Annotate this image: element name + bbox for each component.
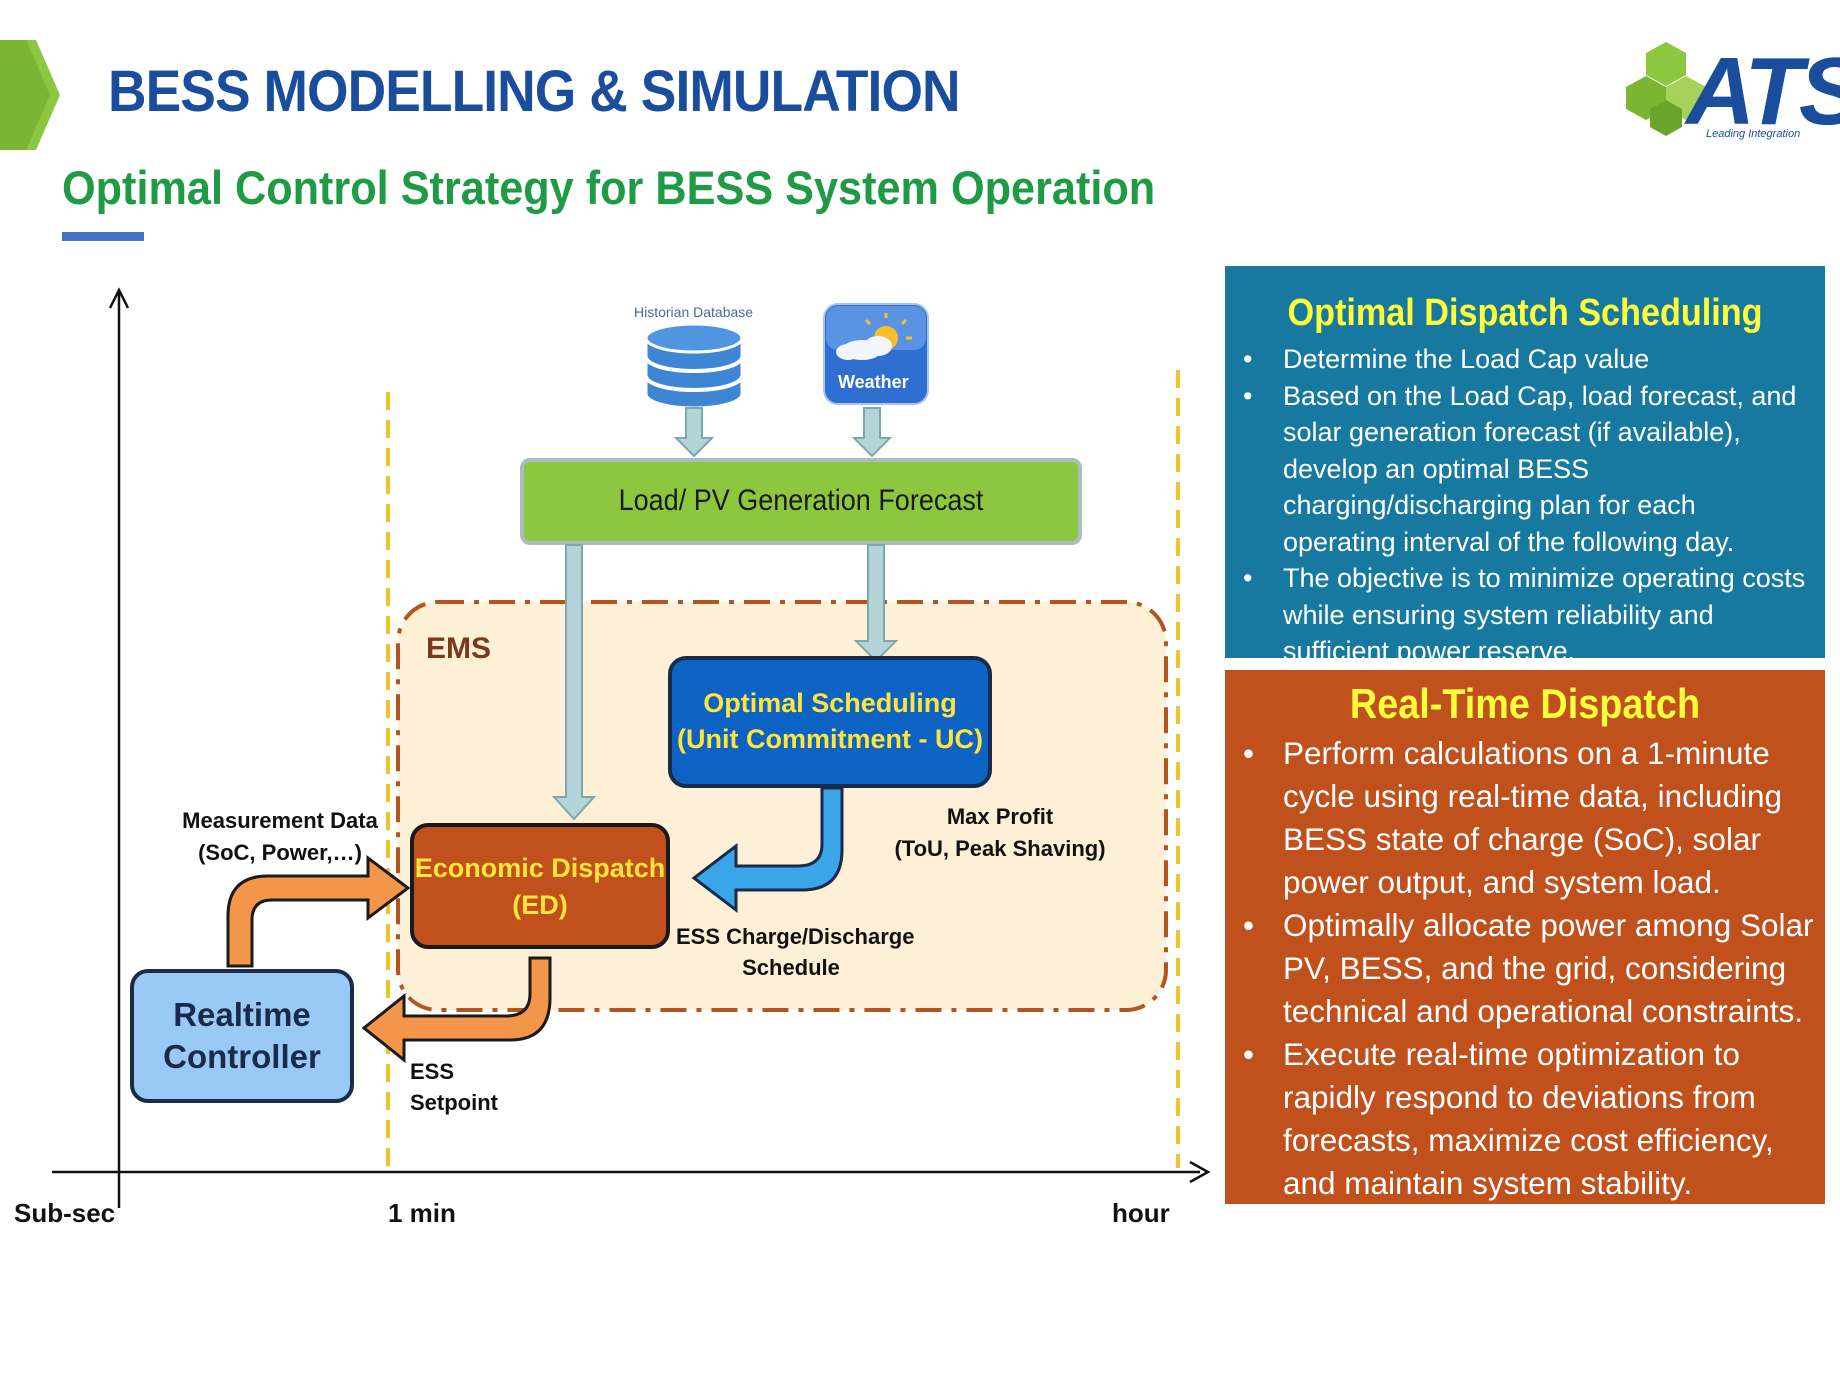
historian-label: Historian Database <box>634 304 754 320</box>
slide-subtitle: Optimal Control Strategy for BESS System… <box>62 161 1156 214</box>
footer-website[interactable]: www.ats.com.vn <box>641 1329 822 1355</box>
axis-label-hour: hour <box>1112 1198 1170 1228</box>
y-axis-arrowhead <box>108 287 130 309</box>
footer-company: Applied Technical Systems Joint Stock Co… <box>106 1329 603 1355</box>
optimal-dispatch-title: Optimal Dispatch Scheduling <box>1287 292 1763 334</box>
list-item: Perform calculations on a 1-minute cycle… <box>1225 732 1825 904</box>
economic-dispatch-box <box>410 823 670 949</box>
subtitle-underline <box>62 232 144 241</box>
historian-to-forecast-arrow <box>673 407 715 458</box>
ess-setpoint-line2: Setpoint <box>410 1090 498 1115</box>
axis-label-1min: 1 min <box>388 1198 456 1228</box>
realtime-controller-box <box>130 969 354 1103</box>
list-item: Optimally allocate power among Solar PV,… <box>1225 904 1825 1033</box>
ess-setpoint-line1: ESS <box>410 1059 455 1084</box>
list-item: Based on the Load Cap, load forecast, an… <box>1225 378 1825 561</box>
slide-title: BESS MODELLING & SIMULATION <box>108 59 961 124</box>
ess-schedule-line2: Schedule <box>742 955 840 980</box>
list-item: The objective is to minimize operating c… <box>1225 560 1825 670</box>
setpoint-to-controller-arrow <box>361 956 552 1064</box>
footer-text: Applied Technical Systems Joint Stock Co… <box>106 1329 821 1356</box>
realtime-dispatch-title: Real-Time Dispatch <box>1349 680 1701 727</box>
forecast-to-ed-arrow <box>551 544 597 821</box>
realtime-controller-line1: Realtime <box>173 996 311 1033</box>
weather-label: Weather <box>838 372 909 392</box>
forecast-box <box>520 458 1082 545</box>
logo-text: ATS <box>1686 38 1840 145</box>
header-chevron-icon <box>0 40 60 150</box>
weather-to-forecast-arrow <box>851 407 893 458</box>
max-profit-line1: Max Profit <box>946 804 1054 829</box>
list-item: Determine the Load Cap value <box>1225 341 1825 378</box>
realtime-dispatch-bullets: Perform calculations on a 1-minute cycle… <box>1225 732 1825 1205</box>
realtime-dispatch-panel: Real-Time Dispatch Perform calculations … <box>1225 670 1825 1204</box>
list-item: Execute real-time optimization to rapidl… <box>1225 1033 1825 1205</box>
optimal-dispatch-bullets: Determine the Load Cap value Based on th… <box>1225 341 1825 670</box>
footer-separator: | <box>619 1329 626 1355</box>
logo-tagline: Leading Integration <box>1706 128 1801 140</box>
measurement-data-line1: Measurement Data <box>182 808 378 833</box>
forecast-box-label: Load/ PV Generation Forecast <box>618 484 984 517</box>
max-profit-line2: (ToU, Peak Shaving) <box>894 836 1106 861</box>
control-diagram <box>52 287 1211 1208</box>
measurement-to-ed-arrow <box>226 855 411 968</box>
weather-cloud-sun-icon <box>823 303 929 405</box>
x-axis-arrowhead <box>1189 1160 1211 1184</box>
axis-label-subsec: Sub-sec <box>14 1198 116 1228</box>
economic-dispatch-line1: Economic Dispatch <box>414 853 666 883</box>
optimal-dispatch-panel: Optimal Dispatch Scheduling Determine th… <box>1225 266 1825 666</box>
realtime-controller-line2: Controller <box>163 1038 321 1075</box>
scheduling-to-ed-arrow <box>691 786 844 914</box>
measurement-data-line2: (SoC, Power,…) <box>198 840 362 865</box>
database-icon <box>644 322 744 410</box>
ess-schedule-line1: ESS Charge/Discharge <box>676 924 915 949</box>
hexagon-cluster-icon <box>1626 42 1706 136</box>
optimal-scheduling-line2: (Unit Commitment - UC) <box>677 724 983 754</box>
economic-dispatch-line2: (ED) <box>512 890 568 920</box>
optimal-scheduling-line1: Optimal Scheduling <box>703 688 957 718</box>
optimal-scheduling-box <box>668 656 992 788</box>
ems-label: EMS <box>426 632 492 665</box>
forecast-to-scheduling-arrow <box>853 544 899 663</box>
